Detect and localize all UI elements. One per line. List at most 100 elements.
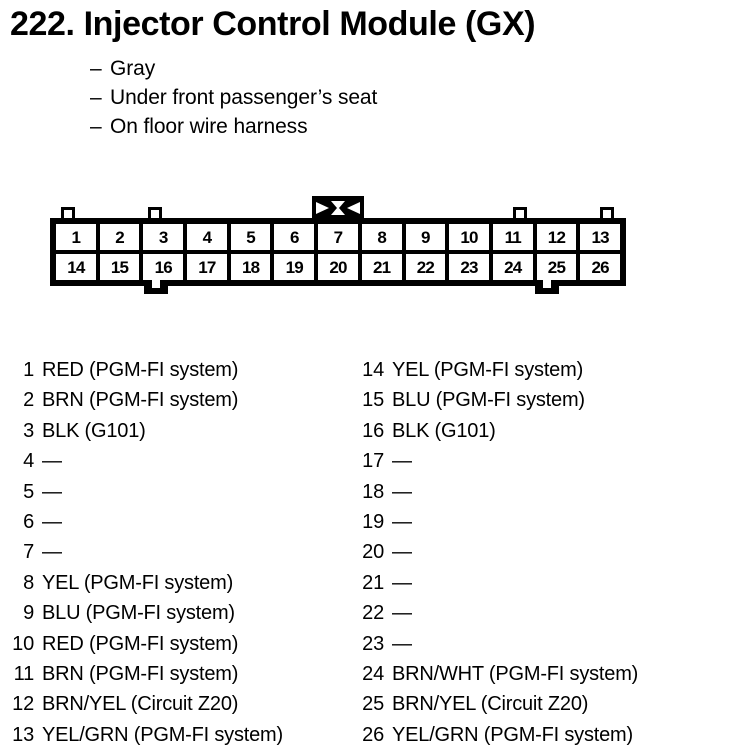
legend-row: 5— (0, 477, 350, 507)
pin-cell-1[interactable]: 1 (56, 224, 96, 250)
legend-row: 21— (350, 568, 750, 598)
pin-cell-18[interactable]: 18 (230, 254, 271, 280)
pin-cell-25[interactable]: 25 (536, 254, 577, 280)
note-row: –Under front passenger’s seat (90, 83, 377, 112)
legend-row: 4— (0, 446, 350, 476)
pin-cell-3[interactable]: 3 (143, 224, 184, 250)
note-text: On floor wire harness (110, 115, 308, 138)
legend-pin-desc: — (392, 450, 412, 473)
legend-row: 13 YEL/GRN (PGM-FI system) (0, 720, 350, 750)
note-row: –Gray (90, 54, 377, 83)
legend-pin-desc: BRN (PGM-FI system) (42, 662, 239, 685)
pin-cell-2[interactable]: 2 (99, 224, 140, 250)
legend-row: 6— (0, 507, 350, 537)
pin-cell-10[interactable]: 10 (449, 224, 489, 250)
legend-pin-desc: BRN/WHT (PGM-FI system) (392, 662, 639, 685)
legend-row: 1 RED (PGM-FI system) (0, 355, 350, 385)
legend-row: 16 BLK (G101) (350, 416, 750, 446)
legend-pin-desc: BLU (PGM-FI system) (392, 389, 585, 412)
legend-pin-desc: BRN (PGM-FI system) (42, 389, 239, 412)
locking-tab-notch (543, 276, 551, 288)
legend-pin-desc: BLK (G101) (42, 419, 146, 442)
legend-pin-number: 11 (13, 662, 35, 685)
legend-pin-number: 19 (362, 510, 384, 533)
pin-cell-13[interactable]: 13 (580, 224, 620, 250)
pin-cell-23[interactable]: 23 (449, 254, 489, 280)
legend-pin-number: 10 (12, 632, 34, 655)
legend-pin-desc: BLK (G101) (392, 419, 496, 442)
pin-cell-17[interactable]: 17 (187, 254, 227, 280)
pin-cell-5[interactable]: 5 (230, 224, 271, 250)
legend-pin-number: 16 (362, 419, 384, 442)
connector-diagram: 1 2 3 4 5 6 7 8 9 10 11 12 13 14 15 16 1… (50, 196, 628, 300)
legend-pin-desc: — (392, 541, 412, 564)
locking-tab-notch (151, 210, 159, 222)
legend-pin-number: 1 (23, 359, 34, 381)
legend-pin-desc: BLU (PGM-FI system) (42, 602, 235, 625)
pin-cell-8[interactable]: 8 (361, 224, 402, 250)
legend-row: 19 — (350, 507, 750, 537)
legend-pin-desc: — (392, 602, 412, 625)
pin-cell-6[interactable]: 6 (274, 224, 315, 250)
legend-pin-number: 7 (23, 541, 34, 564)
pin-cell-20[interactable]: 20 (318, 254, 358, 280)
locking-tab-bottom-pin-24 (535, 276, 559, 294)
pin-cell-11[interactable]: 11 (492, 224, 533, 250)
note-dash: – (90, 86, 102, 109)
pin-grid: 1 2 3 4 5 6 7 8 9 10 11 12 13 14 15 16 1… (56, 224, 620, 280)
locking-tab-top-pin-11 (513, 207, 527, 222)
bowtie-latch-icon (312, 196, 364, 222)
connector-notes-list: –Gray –Under front passenger’s seat –On … (90, 54, 377, 141)
legend-pin-number: 2 (23, 389, 34, 412)
note-dash: – (90, 115, 102, 138)
legend-pin-number: 5 (23, 480, 34, 503)
pin-cell-16[interactable]: 16 (143, 254, 184, 280)
pin-cell-4[interactable]: 4 (187, 224, 227, 250)
legend-pin-desc: BRN/YEL (Circuit Z20) (392, 693, 589, 716)
legend-row: 10 RED (PGM-FI system) (0, 629, 350, 659)
legend-pin-number: 13 (12, 723, 34, 746)
pin-cell-19[interactable]: 19 (274, 254, 315, 280)
legend-pin-desc: YEL/GRN (PGM-FI system) (42, 723, 283, 746)
locking-tab-notch (152, 276, 160, 288)
pin-cell-21[interactable]: 21 (361, 254, 402, 280)
legend-pin-number: 14 (362, 359, 384, 381)
legend-pin-desc: — (42, 450, 62, 473)
locking-tab-top-pin-1 (61, 207, 75, 222)
legend-row: 23— (350, 629, 750, 659)
pin-cell-9[interactable]: 9 (405, 224, 446, 250)
legend-pin-number: 23 (362, 632, 384, 655)
legend-pin-number: 22 (362, 602, 384, 625)
pin-cell-15[interactable]: 15 (99, 254, 140, 280)
locking-tab-bottom-pin-16 (144, 276, 168, 294)
legend-pin-desc: RED (PGM-FI system) (42, 359, 239, 381)
note-dash: – (90, 57, 102, 80)
legend-pin-desc: — (392, 571, 412, 594)
legend-pin-number: 17 (362, 450, 384, 473)
legend-row: 18— (350, 477, 750, 507)
legend-pin-number: 15 (362, 389, 384, 412)
legend-pin-desc: — (392, 480, 412, 503)
legend-pin-desc: — (392, 510, 412, 533)
pin-cell-22[interactable]: 22 (405, 254, 446, 280)
legend-pin-desc: RED (PGM-FI system) (42, 632, 239, 655)
pin-cell-26[interactable]: 26 (580, 254, 620, 280)
pin-cell-12[interactable]: 12 (536, 224, 577, 250)
note-text: Gray (110, 57, 156, 80)
legend-pin-desc: — (42, 541, 62, 564)
legend-pin-number: 24 (362, 662, 384, 685)
pin-cell-14[interactable]: 14 (56, 254, 96, 280)
pin-cell-7[interactable]: 7 (318, 224, 358, 250)
locking-tab-notch (603, 210, 611, 222)
legend-row: 11 BRN (PGM-FI system) (0, 659, 350, 689)
legend-row: 15 BLU (PGM-FI system) (350, 385, 750, 415)
pin-cell-24[interactable]: 24 (492, 254, 533, 280)
legend-pin-desc: BRN/YEL (Circuit Z20) (42, 693, 239, 716)
legend-pin-desc: YEL/GRN (PGM-FI system) (392, 723, 633, 746)
